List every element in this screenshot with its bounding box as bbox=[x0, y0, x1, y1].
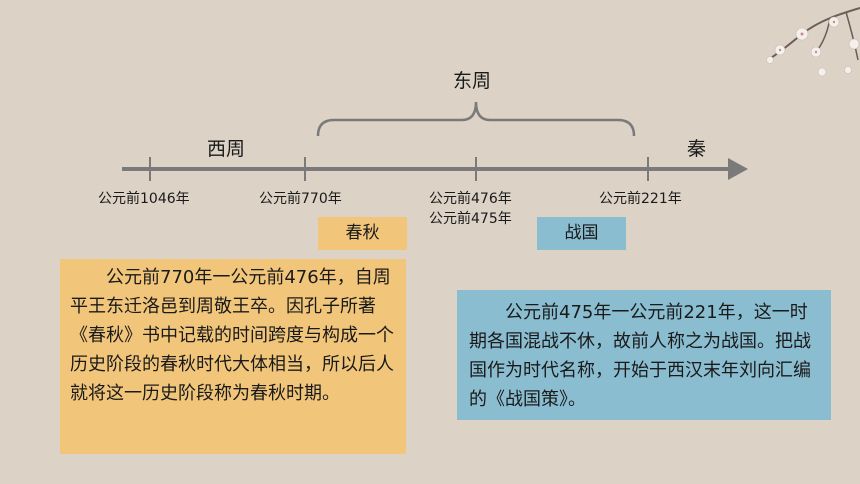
era-eastern-zhou: 东周 bbox=[453, 70, 492, 92]
period-tag-zhanguo: 战国 bbox=[537, 217, 626, 250]
era-western-zhou: 西周 bbox=[207, 138, 246, 160]
plum-blossom-decoration bbox=[766, 7, 860, 77]
tick-label-221: 公元前221年 bbox=[599, 191, 682, 207]
tick-label-1046: 公元前1046年 bbox=[98, 191, 190, 207]
era-qin: 秦 bbox=[687, 138, 707, 160]
tick-label-475: 公元前475年 bbox=[429, 211, 512, 227]
axis-arrow bbox=[728, 158, 748, 180]
period-tag-chunqiu: 春秋 bbox=[318, 217, 407, 250]
eastern-zhou-brace bbox=[316, 101, 636, 137]
tick-label-770: 公元前770年 bbox=[259, 191, 342, 207]
zhanguo-description: 公元前475年一公元前221年，这一时期各国混战不休，故前人称之为战国。把战国作… bbox=[457, 290, 831, 420]
tick-label-476: 公元前476年 bbox=[429, 191, 512, 207]
chunqiu-description: 公元前770年一公元前476年，自周平王东迁洛邑到周敬王卒。因孔子所著《春秋》书… bbox=[60, 259, 406, 454]
